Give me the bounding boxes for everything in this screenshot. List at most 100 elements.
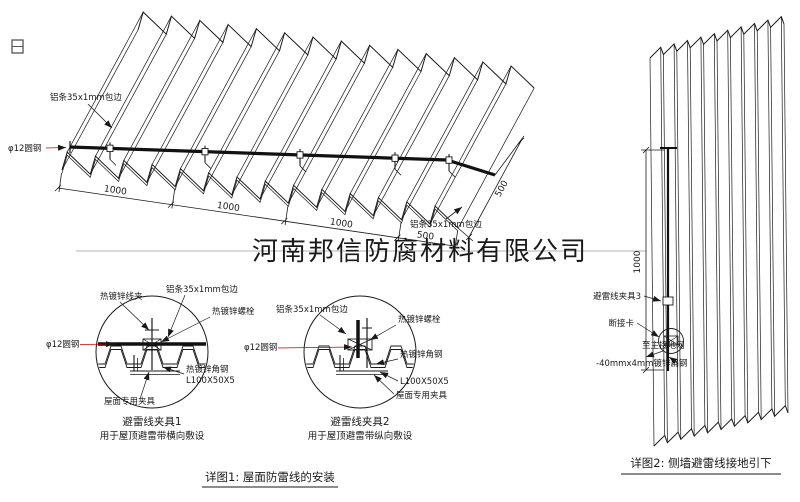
wire-clamp-body [201, 148, 209, 156]
leader [636, 322, 660, 338]
roof-rib-line [180, 28, 257, 169]
wire-clamp-foot [394, 168, 402, 176]
roof-edge-wrap-leader-bottom [445, 206, 463, 220]
wall-rib-line [700, 37, 706, 426]
wall-leaders [636, 295, 679, 364]
detail1-clamp-body [142, 338, 162, 351]
detail1-profile [97, 345, 207, 368]
detail2-clamp-assembly [336, 318, 388, 375]
dim-1000-a: 1000 [103, 184, 127, 197]
roof-rib-line [123, 20, 201, 161]
leader-red [277, 344, 353, 351]
roof-rib-line [344, 71, 422, 212]
corner-mark [11, 39, 24, 54]
roof-round-steel-leader [45, 144, 67, 151]
roof-rib-line [288, 63, 365, 204]
dim-500-right: 500 [494, 179, 511, 199]
dim-line [57, 187, 455, 247]
roof-rib-line [378, 57, 455, 198]
roof-rib-line [372, 75, 450, 216]
wall-rib-line [703, 44, 708, 433]
wall-rib-line [676, 51, 682, 440]
roof-rib-line [349, 53, 427, 194]
detail2-profile [305, 345, 415, 368]
wall-rib-line [689, 47, 695, 437]
detail2-subtitle: 用于屋顶避雷带纵向敷设 [308, 430, 413, 442]
leader [319, 314, 347, 335]
dim-ext [284, 206, 289, 225]
roof-rib-line [406, 61, 484, 203]
leader [119, 301, 150, 331]
dim-tick [642, 146, 650, 154]
roof-rib-line [429, 83, 507, 225]
wall-rib-line [780, 16, 786, 406]
detail2-round-steel-label: φ12圆钢 [244, 342, 277, 353]
detail1-edge-wrap-label: 铝条35x1mm包边 [166, 284, 238, 295]
detail1-clamp-assembly [98, 318, 206, 375]
to-ground-arrow [645, 350, 664, 358]
wall-to-ground-label: 至主接地网 [642, 340, 685, 351]
wall-clamp3-body [662, 296, 674, 306]
corrugation-profile [97, 349, 207, 368]
detail1-angle-label: 热镀锌角钢 [186, 364, 229, 375]
dim-ext [58, 172, 62, 193]
roof-rib-line [174, 46, 252, 187]
roof-rib-line [293, 45, 370, 186]
leader [160, 316, 211, 343]
wall-rib-line [660, 47, 666, 436]
roof-rib-line [264, 40, 342, 182]
dim-1000-c: 1000 [329, 217, 353, 230]
wall-clamp3-label: 避雷线夹具3 [593, 291, 641, 302]
wall-rib-line [687, 40, 692, 429]
wall-dimension [641, 146, 664, 374]
detail1-roof-clamp-label: 屋面专用夹具 [104, 396, 156, 407]
detail2-edge-wrap-label: 铝条35x1mm包边 [276, 304, 348, 315]
detail2-angle-spec-label: L100X50X5 [400, 377, 449, 387]
detail1-angle-spec-label: L100X50X5 [186, 376, 235, 386]
disconnect-card-body [663, 335, 679, 346]
corrugation-profile [305, 345, 415, 365]
wall-rib-line [713, 33, 719, 423]
roof-front-edge-thickness [61, 154, 459, 232]
wall-rib-line [743, 34, 749, 423]
leader [139, 371, 150, 400]
wire-clamp-foot [204, 162, 212, 169]
detail1-leaders [79, 294, 211, 400]
wall-rib-line [770, 27, 775, 417]
detail2-circle [303, 295, 417, 409]
detail1-bolt-label: 热镀锌螺栓 [212, 306, 255, 317]
dim-tick [450, 242, 458, 250]
dim-ext [454, 230, 458, 250]
wire-clamp-foot [299, 165, 307, 173]
dim-tick [167, 201, 175, 208]
wall-rib-line [767, 20, 773, 409]
dim-tick [517, 137, 525, 145]
corrugation-profile [305, 349, 415, 368]
leader [373, 374, 395, 395]
roof-rib-line [321, 49, 399, 190]
lightning-wire [69, 145, 496, 177]
roof-dimension-chain [54, 172, 458, 250]
detail1-round-steel-label: φ12圆钢 [46, 339, 79, 350]
detail1-circle [95, 295, 209, 409]
wire-clamp-body [106, 144, 114, 153]
leader [668, 356, 679, 364]
detail2-angle-label: 热镀锌角钢 [400, 349, 443, 360]
dim-ext [171, 189, 176, 209]
roof-rib-line [259, 58, 337, 200]
roof-rib-line [146, 42, 224, 183]
dim-1000-b: 1000 [216, 201, 240, 214]
leader [162, 366, 185, 375]
dim-tick [642, 366, 650, 374]
wall-rib-line [730, 37, 735, 427]
dim-tick [465, 233, 473, 241]
detail1-title: 避雷线夹具1 [122, 415, 181, 428]
dim-ext [397, 222, 402, 242]
wall-flat-steel-label: -40mmx4mm镀锌扁钢 [596, 358, 687, 369]
leader [375, 358, 399, 366]
roof-round-steel-label: φ12圆钢 [8, 143, 41, 154]
roof-dimension-right [457, 135, 525, 242]
wall-disconnect-label: 断接卡 [608, 318, 634, 329]
